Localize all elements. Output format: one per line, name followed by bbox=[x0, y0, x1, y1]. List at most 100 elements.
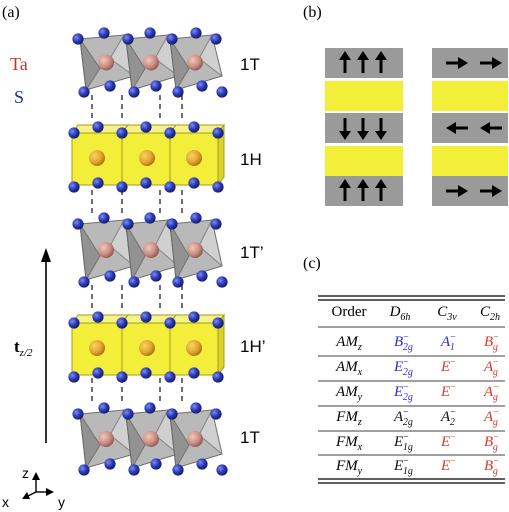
spin-arrow-head bbox=[375, 51, 387, 60]
ta-atom bbox=[186, 340, 202, 356]
s-atom bbox=[140, 177, 152, 189]
ta-atom bbox=[187, 54, 203, 71]
table-cell-irrep: A−1 bbox=[440, 332, 456, 353]
s-atom bbox=[140, 311, 152, 323]
spin-arrow-head bbox=[458, 185, 468, 197]
s-atom bbox=[164, 127, 176, 139]
s-atom bbox=[144, 212, 156, 224]
spin-arrow-head bbox=[357, 179, 369, 188]
table-header-3: C2h bbox=[480, 304, 500, 323]
table-cell-order: FMy bbox=[335, 458, 363, 477]
panel-b-spin-diagram bbox=[325, 48, 508, 206]
s-atom bbox=[104, 80, 116, 92]
s-atom bbox=[68, 127, 80, 139]
octahedron-face bbox=[198, 218, 223, 268]
axis-x-label: x bbox=[2, 494, 9, 510]
s-atom bbox=[216, 276, 228, 288]
s-atom bbox=[166, 408, 178, 420]
ta-atom bbox=[139, 150, 155, 166]
ta-atom bbox=[186, 150, 202, 166]
s-atom bbox=[104, 270, 116, 282]
left-row-3 bbox=[325, 146, 403, 176]
s-atom bbox=[116, 371, 128, 383]
layer-label-4: 1H’ bbox=[240, 337, 266, 356]
s-atom bbox=[104, 458, 116, 470]
ta-atom bbox=[187, 431, 203, 447]
s-atom bbox=[68, 181, 80, 193]
table-header-2: C3v bbox=[437, 304, 457, 323]
s-atom bbox=[116, 181, 128, 193]
octahedron-face bbox=[79, 223, 101, 282]
s-atom bbox=[164, 181, 176, 193]
s-atom bbox=[98, 402, 110, 414]
prism-face bbox=[121, 132, 173, 186]
spin-arrow-head bbox=[339, 131, 351, 140]
s-atom bbox=[68, 317, 80, 329]
ta-atom bbox=[89, 150, 105, 166]
s-atom bbox=[78, 276, 90, 288]
s-atom bbox=[188, 121, 200, 133]
legend-ta: Ta bbox=[10, 54, 28, 74]
s-atom bbox=[166, 33, 178, 45]
h-layer-1 bbox=[68, 121, 225, 193]
octahedron-face bbox=[169, 38, 190, 92]
spin-arrow-head bbox=[339, 179, 351, 188]
octahedron-face bbox=[198, 408, 223, 456]
s-atom bbox=[116, 127, 128, 139]
table-cell-irrep: B−g bbox=[484, 432, 499, 453]
table-cell-order: AMy bbox=[335, 384, 363, 403]
table-cell-irrep: A−g bbox=[483, 382, 499, 403]
s-atom bbox=[212, 371, 224, 383]
octahedron-face bbox=[79, 413, 101, 470]
table-cell-irrep: E−2g bbox=[393, 382, 413, 403]
prism-side bbox=[217, 313, 225, 377]
spin-arrow-head bbox=[375, 131, 387, 140]
s-atom bbox=[188, 367, 200, 379]
s-atom bbox=[172, 276, 184, 288]
h-layer-2 bbox=[68, 311, 225, 383]
s-atom bbox=[150, 270, 162, 282]
s-atom bbox=[166, 218, 178, 230]
s-atom bbox=[150, 80, 162, 92]
s-atom bbox=[144, 27, 156, 39]
s-atom bbox=[190, 27, 202, 39]
ta-atom bbox=[143, 431, 159, 447]
s-atom bbox=[210, 218, 222, 230]
s-atom bbox=[72, 33, 84, 45]
s-atom bbox=[164, 317, 176, 329]
s-atom bbox=[190, 212, 202, 224]
spin-arrow-head bbox=[458, 57, 468, 69]
crystal-structure bbox=[68, 27, 228, 476]
spin-arrow-head bbox=[375, 179, 387, 188]
prism-side bbox=[217, 123, 225, 187]
s-atom bbox=[190, 402, 202, 414]
s-atom bbox=[68, 371, 80, 383]
s-atom bbox=[216, 464, 228, 476]
s-atom bbox=[128, 464, 140, 476]
table-cell-order: AMz bbox=[335, 334, 362, 353]
layer-label-5: 1T bbox=[240, 428, 260, 447]
table-cell-irrep: B−2g bbox=[394, 332, 413, 353]
s-atom bbox=[78, 86, 90, 98]
panel-label-b: (b) bbox=[303, 4, 322, 21]
layer-label-3: 1T’ bbox=[240, 243, 264, 262]
spin-arrow-head bbox=[339, 51, 351, 60]
axis-y-label: y bbox=[58, 494, 65, 510]
s-atom bbox=[72, 218, 84, 230]
t-layer-3 bbox=[72, 402, 228, 476]
s-atom bbox=[98, 27, 110, 39]
s-atom bbox=[92, 367, 104, 379]
ta-atom bbox=[143, 54, 159, 71]
table-cell-irrep: E− bbox=[440, 357, 456, 375]
spin-arrow-head bbox=[357, 51, 369, 60]
s-atom bbox=[116, 317, 128, 329]
table-cell-irrep: E− bbox=[440, 432, 456, 450]
ta-atom bbox=[98, 54, 114, 71]
layer-label-1: 1T bbox=[240, 55, 260, 74]
ta-atom bbox=[187, 242, 203, 258]
octahedron-face bbox=[79, 38, 101, 92]
table-header-0: Order bbox=[332, 304, 367, 320]
s-atom bbox=[140, 121, 152, 133]
spin-arrow-head bbox=[446, 122, 456, 134]
s-atom bbox=[140, 367, 152, 379]
